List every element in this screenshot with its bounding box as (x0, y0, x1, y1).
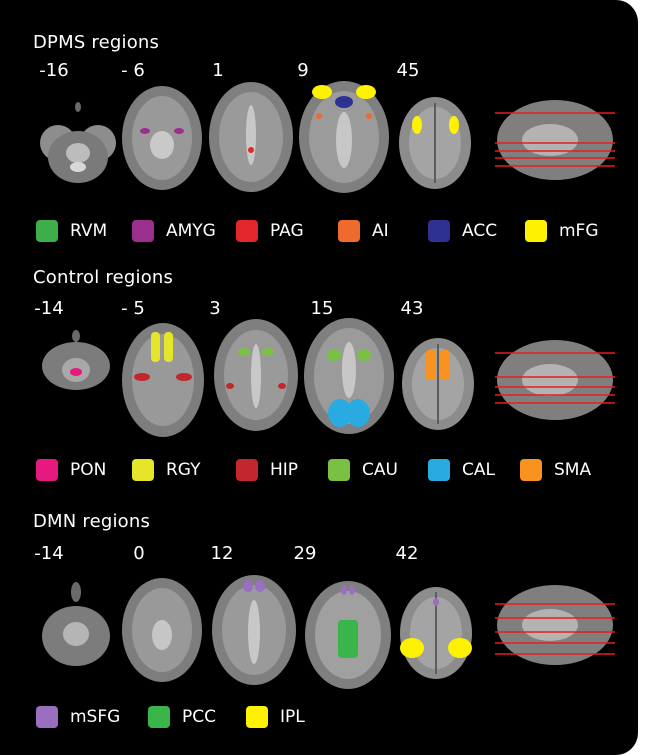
slice-label: 9 (297, 60, 309, 81)
sagittal-slice-reference (495, 585, 615, 665)
legend-label: PON (70, 460, 107, 480)
legend-label: ACC (462, 221, 498, 241)
legend-item: CAU (328, 459, 398, 481)
region-pag (248, 147, 254, 153)
legend-label: PAG (270, 221, 304, 241)
legend-swatch (236, 459, 258, 481)
legend-label: IPL (280, 707, 305, 727)
legend-swatch (132, 459, 154, 481)
legend-swatch (36, 459, 58, 481)
slice-label: -16 (39, 60, 69, 81)
legend-swatch (148, 706, 170, 728)
legend-item: AMYG (132, 220, 216, 242)
slice-label: 12 (210, 543, 234, 564)
legend-label: CAU (362, 460, 398, 480)
brain-slice-axial (214, 319, 298, 431)
brain-slice-axial (209, 82, 293, 192)
region-sma (426, 350, 436, 380)
legend-swatch (36, 706, 58, 728)
legend-label: CAL (462, 460, 495, 480)
legend-swatch (428, 220, 450, 242)
legend-swatch (525, 220, 547, 242)
brain-slice-axial-top (399, 97, 471, 189)
legend-swatch (132, 220, 154, 242)
legend-item: RVM (36, 220, 107, 242)
sagittal-slice-reference (495, 100, 615, 180)
slice-label: -14 (34, 543, 64, 564)
slice-label: 29 (293, 543, 317, 564)
brain-slice-axial (305, 581, 391, 689)
slice-label: - 6 (121, 60, 145, 81)
brain-slice-axial-top (402, 338, 474, 430)
brain-slice-brainstem (42, 330, 110, 390)
legend-label: SMA (554, 460, 592, 480)
legend-item: AI (338, 220, 389, 242)
legend-swatch (428, 459, 450, 481)
brain-slice-axial (122, 86, 202, 190)
brain-slice-axial (212, 575, 296, 685)
legend-item: PCC (148, 706, 216, 728)
legend-label: PCC (182, 707, 216, 727)
region-ipl (400, 638, 424, 658)
legend-item: PON (36, 459, 106, 481)
legend-label: mFG (559, 221, 599, 241)
brain-slice-brainstem (40, 102, 116, 183)
legend-label: HIP (270, 460, 299, 480)
slice-label: 15 (310, 298, 334, 319)
legend-swatch (36, 220, 58, 242)
legend-label: AMYG (166, 221, 216, 241)
brain-slice-axial (122, 323, 204, 437)
slice-label: 43 (400, 298, 424, 319)
brain-slice-axial-top (400, 587, 472, 679)
legend-label: AI (372, 221, 389, 241)
slice-label: -14 (34, 298, 64, 319)
slice-label: 42 (395, 543, 419, 564)
sagittal-slice-reference (495, 340, 615, 420)
section-title-dpms: DPMS regions (33, 32, 160, 53)
region-hip (134, 373, 150, 381)
legend-swatch (520, 459, 542, 481)
figure-panel: DPMS regions -16 - 6 1 9 45 (0, 0, 638, 755)
region-mfg (312, 85, 332, 99)
region-amyg-left (140, 128, 150, 134)
brain-slice-axial (122, 578, 202, 682)
section-title-dmn: DMN regions (33, 511, 151, 532)
legend-item: SMA (520, 459, 591, 481)
region-rgy (151, 332, 160, 362)
legend-item: CAL (428, 459, 495, 481)
legend-swatch (246, 706, 268, 728)
legend-label: RVM (70, 221, 108, 241)
legend-swatch (328, 459, 350, 481)
region-amyg-right (174, 128, 184, 134)
legend-swatch (338, 220, 360, 242)
brain-slice-axial (304, 318, 394, 434)
legend-label: RGY (166, 460, 201, 480)
region-cau (327, 349, 341, 361)
slice-label: 1 (212, 60, 224, 81)
brain-slice-brainstem (42, 582, 110, 666)
legend-item: mFG (525, 220, 599, 242)
slice-label: - 5 (121, 298, 145, 319)
region-acc (335, 96, 353, 108)
slice-label: 45 (396, 60, 420, 81)
region-msfg (243, 580, 253, 592)
slice-label: 3 (209, 298, 221, 319)
legend-label: mSFG (70, 707, 121, 727)
region-pcc (338, 620, 358, 658)
legend-item: HIP (236, 459, 298, 481)
legend-item: ACC (428, 220, 497, 242)
legend-item: RGY (132, 459, 201, 481)
region-cal (328, 399, 352, 427)
section-title-control: Control regions (33, 267, 174, 288)
slice-label: 0 (133, 543, 145, 564)
region-pon (70, 368, 82, 376)
legend-item: IPL (246, 706, 305, 728)
region-ai (316, 113, 322, 119)
legend-item: PAG (236, 220, 304, 242)
legend-item: mSFG (36, 706, 120, 728)
legend-swatch (236, 220, 258, 242)
brain-slice-axial (299, 81, 389, 193)
